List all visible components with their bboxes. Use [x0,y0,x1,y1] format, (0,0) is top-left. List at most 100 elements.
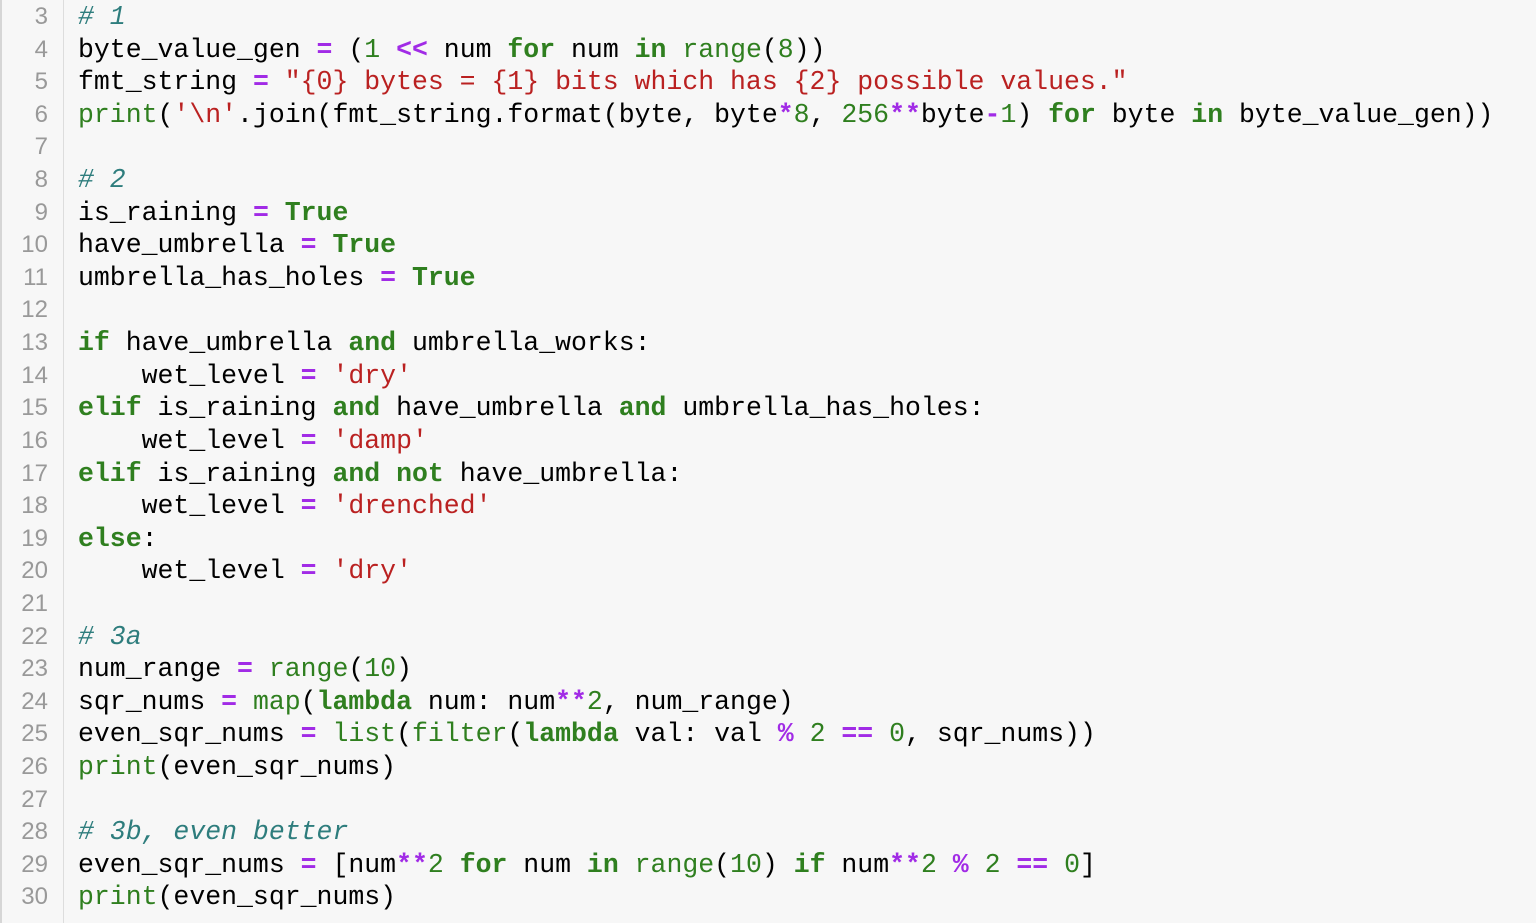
code-text: ( [507,719,524,750]
line-code[interactable]: wet_level = 'dry' [78,555,412,588]
line-code[interactable]: elif is_raining and not have_umbrella: [78,458,682,491]
string-token: 'dry' [332,360,412,391]
builtin-token: map [252,686,301,717]
code-line[interactable]: 24 sqr_nums = map(lambda num: num**2, num… [0,686,1536,719]
line-code[interactable]: print('\n'.join(fmt_string.format(byte, … [78,99,1493,132]
keyword-token: for [507,34,556,65]
operator-token: = [300,849,317,880]
line-code[interactable]: # 2 [78,164,126,197]
code-line[interactable]: 18 wet_level = 'drenched' [0,490,1536,523]
operator-token: = [237,654,253,685]
code-text [1048,850,1064,880]
code-text: val: val [618,719,778,750]
operator-token: = [300,491,317,522]
operator-token: = [252,197,269,228]
code-line[interactable]: 23 num_range = range(10) [0,653,1536,686]
code-line[interactable]: 8# 2 [0,164,1536,197]
code-text: have_umbrella [380,393,619,424]
code-text: .join(fmt_string.format(byte, byte [237,99,778,130]
line-code[interactable]: if have_umbrella and umbrella_works: [78,327,651,360]
line-number: 27 [21,785,48,813]
line-code[interactable]: print(even_sqr_nums) [78,751,396,784]
line-number: 4 [34,35,48,63]
keyword-token: and [332,393,381,424]
line-code[interactable]: wet_level = 'drenched' [78,490,492,523]
code-line[interactable]: 3 # 1 [0,1,1536,34]
line-code[interactable]: print(even_sqr_nums) [78,881,396,914]
code-text [317,491,333,521]
code-line[interactable]: 12 [0,294,1536,327]
code-text: num_range [78,654,238,685]
operator-token: == [1016,849,1049,880]
code-line[interactable]: 20 wet_level = 'dry' [0,555,1536,588]
line-code[interactable]: wet_level = 'dry' [78,360,412,393]
line-code[interactable]: # 3b, even better [78,816,348,849]
line-code[interactable]: # 3a [78,621,142,654]
operator-token: ** [555,686,587,717]
code-text [619,850,635,880]
code-line[interactable]: 14 wet_level = 'dry' [0,360,1536,393]
line-number: 28 [21,818,48,846]
code-line[interactable]: 10 have_umbrella = True [0,229,1536,262]
code-text: umbrella_has_holes [78,262,381,293]
code-text: num [555,34,635,65]
keyword-token: in [634,34,667,65]
keyword-token: and [332,458,381,489]
line-code[interactable]: # 1 [78,1,126,34]
code-text [269,67,285,97]
number-token: 2 [809,719,826,750]
code-text: ( [714,849,731,880]
code-line[interactable]: 30 print(even_sqr_nums) [0,881,1536,914]
code-line[interactable]: 28 # 3b, even better [0,816,1536,849]
line-code[interactable]: byte_value_gen = (1 << num for num in ra… [78,34,826,67]
code-line[interactable]: 7 [0,131,1536,164]
line-number: 23 [21,655,48,683]
line-code[interactable]: have_umbrella = True [78,229,396,262]
operator-token: = [300,230,317,261]
code-line[interactable]: 4 byte_value_gen = (1 << num for num in r… [0,34,1536,67]
code-text: even_sqr_nums [78,719,301,750]
line-code[interactable]: is_raining = True [78,197,348,230]
line-code[interactable]: sqr_nums = map(lambda num: num**2, num_r… [78,686,794,719]
keyword-token: in [586,849,619,880]
code-text: byte_value_gen)) [1223,99,1494,130]
line-number: 30 [21,883,48,911]
code-line[interactable]: 27 [0,784,1536,817]
line-number: 10 [21,231,48,259]
line-number: 14 [21,361,48,389]
line-code[interactable]: else: [78,523,158,556]
line-code[interactable]: fmt_string = "{0} bytes = {1} bits which… [78,66,1128,99]
line-code[interactable]: umbrella_has_holes = True [78,262,476,295]
operator-token: = [221,686,238,717]
line-code[interactable]: elif is_raining and have_umbrella and um… [78,392,985,425]
keyword-token: if [78,328,110,359]
string-token: 'dry' [332,556,412,587]
line-number: 24 [21,687,48,715]
code-line[interactable]: 22# 3a [0,621,1536,654]
number-token: 256 [841,99,890,130]
line-code[interactable]: even_sqr_nums = list(filter(lambda val: … [78,718,1096,751]
line-code[interactable]: num_range = range(10) [78,653,412,686]
code-line[interactable]: 16 wet_level = 'damp' [0,425,1536,458]
code-text: (even_sqr_nums) [157,882,397,913]
operator-token: ** [889,849,921,880]
line-number: 3 [34,3,48,30]
line-code[interactable]: even_sqr_nums = [num**2 for num in range… [78,849,1096,882]
code-line[interactable]: 21 [0,588,1536,621]
code-text [317,230,333,260]
line-code[interactable]: wet_level = 'damp' [78,425,428,458]
code-text: num [507,849,587,880]
